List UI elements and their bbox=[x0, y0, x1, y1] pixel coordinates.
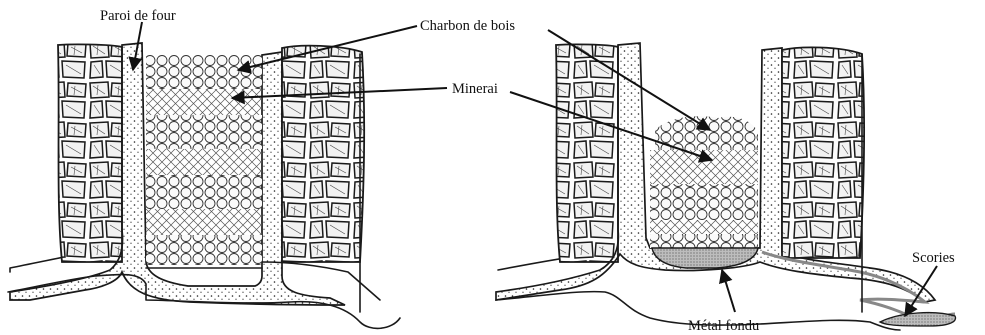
arrow-metal bbox=[722, 270, 735, 312]
charge-column-right bbox=[650, 116, 758, 248]
label-paroi-de-four: Paroi de four bbox=[100, 8, 176, 24]
panel-right bbox=[360, 43, 956, 330]
left-wall-stones-2 bbox=[556, 44, 618, 262]
label-charbon-de-bois-top: Charbon de bois bbox=[420, 18, 515, 34]
label-scories: Scories bbox=[912, 250, 955, 266]
left-wall-stones bbox=[58, 44, 122, 262]
right-wall-stones bbox=[282, 46, 364, 262]
label-metal-fondu: Métal fondu bbox=[688, 318, 759, 334]
panel-left bbox=[8, 43, 400, 328]
charge-column-left bbox=[146, 55, 262, 265]
right-wall-stones-2 bbox=[782, 47, 864, 258]
slag-puddle bbox=[880, 313, 956, 326]
label-minerai: Minerai bbox=[452, 81, 498, 97]
